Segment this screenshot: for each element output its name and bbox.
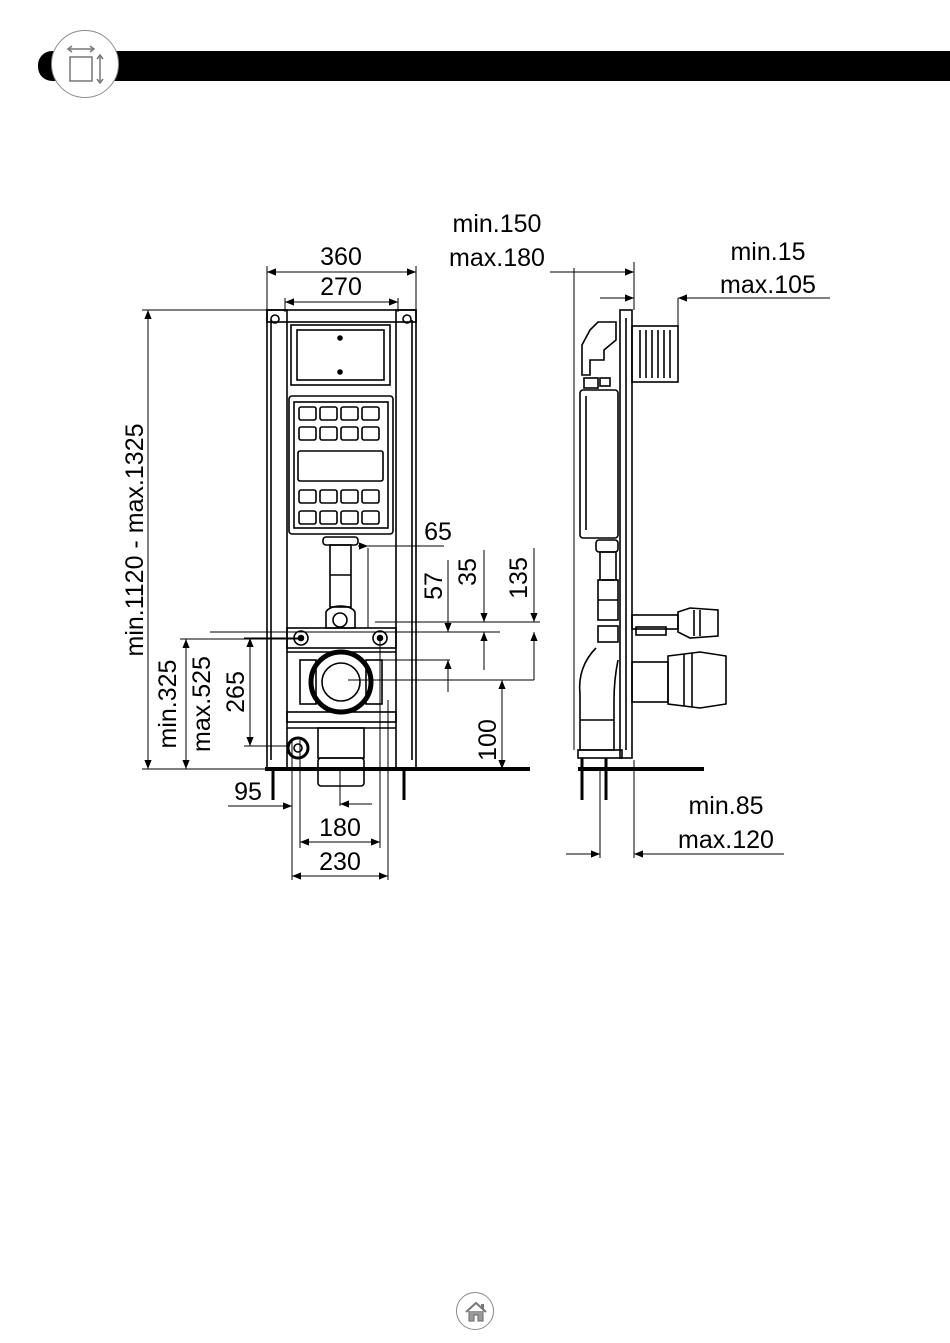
home-button[interactable] xyxy=(456,1292,494,1330)
label-wall-max: max.105 xyxy=(720,271,816,299)
front-view xyxy=(267,310,416,800)
label-drain-height-max: max.525 xyxy=(188,656,216,752)
label-width-outer: 360 xyxy=(320,243,362,271)
label-depth-min: min.150 xyxy=(453,210,542,238)
label-depth-max: max.180 xyxy=(449,244,545,272)
home-icon xyxy=(457,1293,495,1331)
label-dim-57: 57 xyxy=(420,572,448,600)
label-width-180: 180 xyxy=(319,814,361,842)
label-height-range: min.1120 - max.1325 xyxy=(121,424,149,657)
label-wall-min: min.15 xyxy=(730,238,805,266)
label-drain-height-min: min.325 xyxy=(154,660,182,749)
side-view xyxy=(578,310,726,800)
label-width-230: 230 xyxy=(319,848,361,876)
label-width-inner: 270 xyxy=(320,273,362,301)
label-foot-max: max.120 xyxy=(678,826,774,854)
label-dim-35: 35 xyxy=(454,558,482,586)
label-foot-min: min.85 xyxy=(688,792,763,820)
label-dim-135: 135 xyxy=(505,557,533,599)
label-dim-65: 65 xyxy=(424,518,452,546)
label-dim-100: 100 xyxy=(474,719,502,761)
label-offset-95: 95 xyxy=(234,778,262,806)
label-bolt-height: 265 xyxy=(222,671,250,713)
